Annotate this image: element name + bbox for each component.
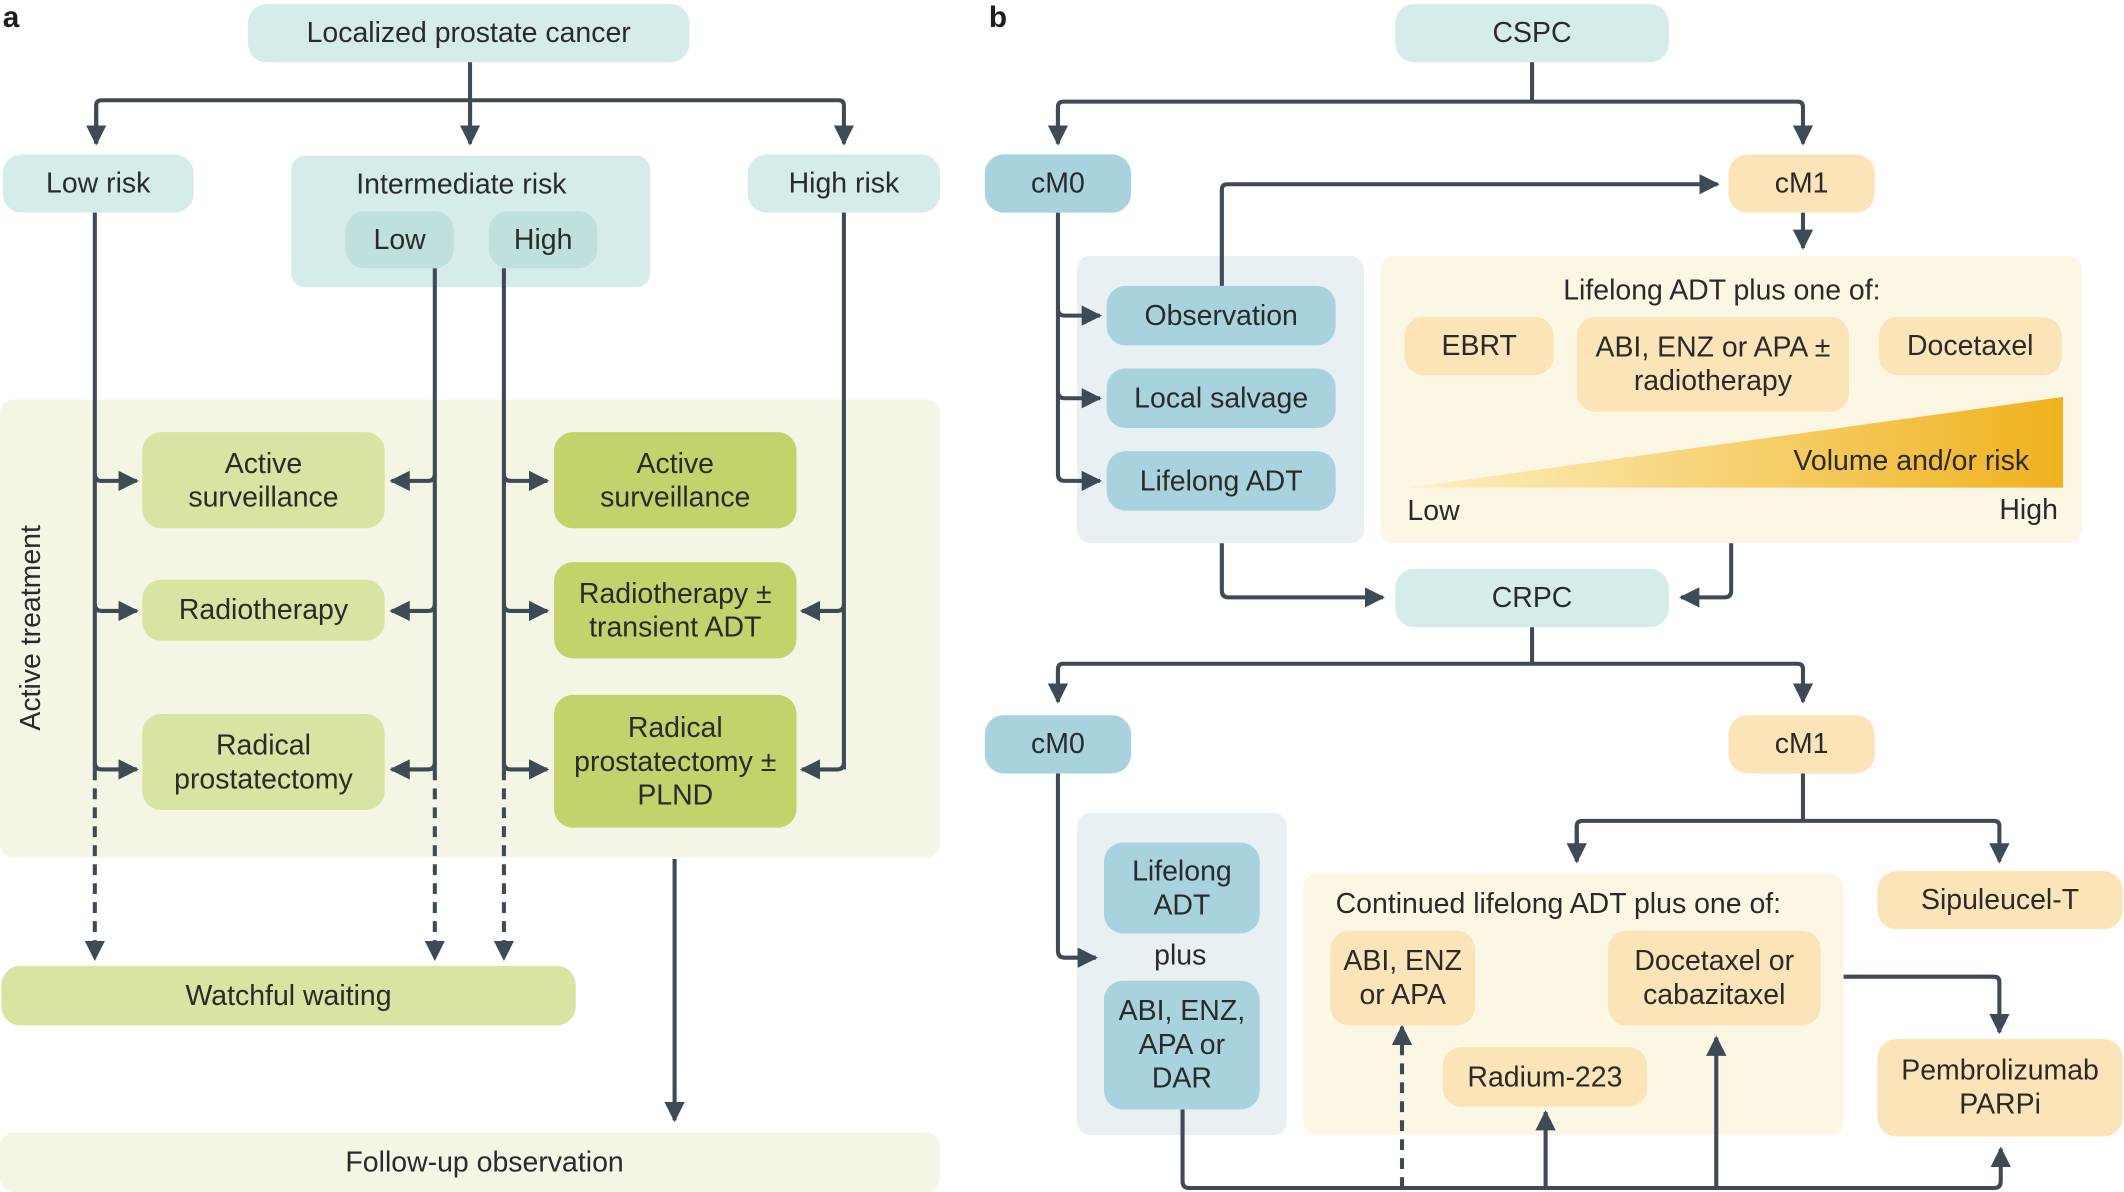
panel-letter-a: a: [2, 0, 20, 34]
docetaxel-node: Docetaxel: [1878, 316, 2062, 376]
lifelong-adt-bottom-node: Lifelong ADT: [1103, 842, 1260, 934]
panel-letter-b: b: [988, 0, 1008, 34]
watchful-waiting-node: Watchful waiting: [1, 965, 576, 1026]
abi-enz-apa-node: ABI, ENZ or APA: [1330, 930, 1476, 1026]
radiotherapy-left: Radiotherapy: [142, 579, 385, 641]
scale-high-label: High: [1999, 494, 2058, 526]
follow-up-region: [0, 1132, 941, 1192]
intermediate-risk-label: Intermediate risk: [356, 169, 567, 201]
active-treatment-label: Active treatment: [15, 525, 47, 731]
intermediate-high-node: High: [489, 211, 598, 269]
abi-enz-apa-radiotherapy-node: ABI, ENZ or APA ± radiotherapy: [1576, 316, 1850, 412]
pembrolizumab-parpi-node: Pembrolizumab PARPi: [1877, 1038, 2123, 1137]
localized-prostate-cancer-node: Localized prostate cancer: [247, 4, 690, 63]
plus-label: plus: [1154, 940, 1207, 972]
cm0-top-node: cM0: [984, 154, 1132, 213]
ebrt-node: EBRT: [1404, 316, 1554, 376]
cspc-node: CSPC: [1395, 4, 1669, 63]
observation-node: Observation: [1106, 285, 1336, 346]
abi-enz-apa-dar-node: ABI, ENZ, APA or DAR: [1103, 980, 1260, 1110]
radium-223-node: Radium-223: [1442, 1047, 1648, 1107]
local-salvage-node: Local salvage: [1106, 368, 1336, 429]
cm1-bottom-node: cM1: [1728, 715, 1875, 774]
scale-low-label: Low: [1407, 495, 1460, 527]
sipuleucel-t-node: Sipuleucel-T: [1877, 871, 2123, 930]
low-risk-node: Low risk: [2, 154, 194, 213]
lifelong-adt-plus-title: Lifelong ADT plus one of:: [1563, 274, 1881, 307]
intermediate-low-node: Low: [345, 211, 454, 269]
active-surveillance-left: Active surveillance: [142, 432, 385, 529]
active-surveillance-right: Active surveillance: [554, 432, 797, 529]
crpc-node: CRPC: [1395, 568, 1669, 628]
lifelong-adt-node: Lifelong ADT: [1106, 451, 1336, 511]
cm0-bottom-node: cM0: [984, 715, 1132, 774]
radiotherapy-transient-adt-right: Radiotherapy ± transient ADT: [554, 562, 797, 659]
continued-adt-title: Continued lifelong ADT plus one of:: [1335, 888, 1782, 920]
cm1-top-node: cM1: [1728, 154, 1875, 213]
volume-risk-label: Volume and/or risk: [1793, 445, 2030, 477]
docetaxel-cabazitaxel-node: Docetaxel or cabazitaxel: [1607, 930, 1821, 1026]
follow-up-observation-label: Follow-up observation: [345, 1147, 624, 1179]
high-risk-node: High risk: [747, 154, 941, 213]
radical-prostatectomy-left: Radical prostatectomy: [142, 713, 385, 811]
radical-prostatectomy-plnd-right: Radical prostatectomy ± PLND: [554, 694, 797, 828]
